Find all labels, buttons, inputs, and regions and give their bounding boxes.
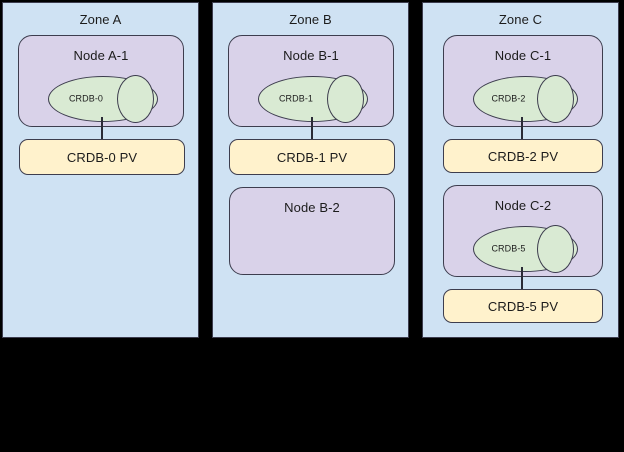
connector-node-b-1-to-crdb-1-pv (311, 117, 313, 141)
cylinder-end-cap (537, 225, 574, 273)
database-cylinder-crdb-0: CRDB-0 (48, 75, 158, 123)
node-b-2-title: Node B-2 (284, 200, 340, 215)
zone-b-container: Zone B Node B-1 CRDB-1 CRDB-1 PV Node B-… (212, 2, 409, 338)
node-c-2-title: Node C-2 (494, 198, 552, 213)
connector-node-c-1-to-crdb-2-pv (521, 117, 523, 141)
node-a-1-container: Node A-1 CRDB-0 (18, 35, 184, 127)
node-b-1-title: Node B-1 (283, 48, 339, 63)
connector-node-c-2-to-crdb-5-pv (521, 267, 523, 291)
database-label: CRDB-0 (68, 93, 104, 104)
database-label: CRDB-5 (491, 243, 526, 254)
database-label: CRDB-1 (278, 93, 314, 104)
cylinder-end-cap (117, 75, 154, 123)
database-cylinder-crdb-5: CRDB-5 (473, 225, 578, 273)
zone-b-title: Zone B (289, 12, 332, 27)
node-b-1-container: Node B-1 CRDB-1 (228, 35, 394, 127)
node-a-1-title: Node A-1 (73, 48, 129, 63)
database-cylinder-crdb-2: CRDB-2 (473, 75, 578, 123)
node-b-2-container: Node B-2 (229, 187, 395, 275)
zone-c-container: Zone C Node C-1 CRDB-2 CRDB-2 PV Node C-… (422, 2, 619, 338)
zone-c-title: Zone C (498, 12, 543, 27)
zone-a-container: Zone A Node A-1 CRDB-0 CRDB-0 PV (2, 2, 199, 338)
volume-crdb-5-pv: CRDB-5 PV (443, 289, 603, 323)
node-c-1-title: Node C-1 (494, 48, 552, 63)
database-label: CRDB-2 (491, 93, 526, 104)
connector-node-a-1-to-crdb-0-pv (101, 117, 103, 141)
volume-crdb-0-pv: CRDB-0 PV (19, 139, 185, 175)
node-c-1-container: Node C-1 CRDB-2 (443, 35, 603, 127)
database-cylinder-crdb-1: CRDB-1 (258, 75, 368, 123)
volume-crdb-1-pv: CRDB-1 PV (229, 139, 395, 175)
volume-crdb-2-pv: CRDB-2 PV (443, 139, 603, 173)
node-c-2-container: Node C-2 CRDB-5 (443, 185, 603, 277)
zone-a-title: Zone A (79, 12, 122, 27)
cylinder-end-cap (537, 75, 574, 123)
cylinder-end-cap (327, 75, 364, 123)
